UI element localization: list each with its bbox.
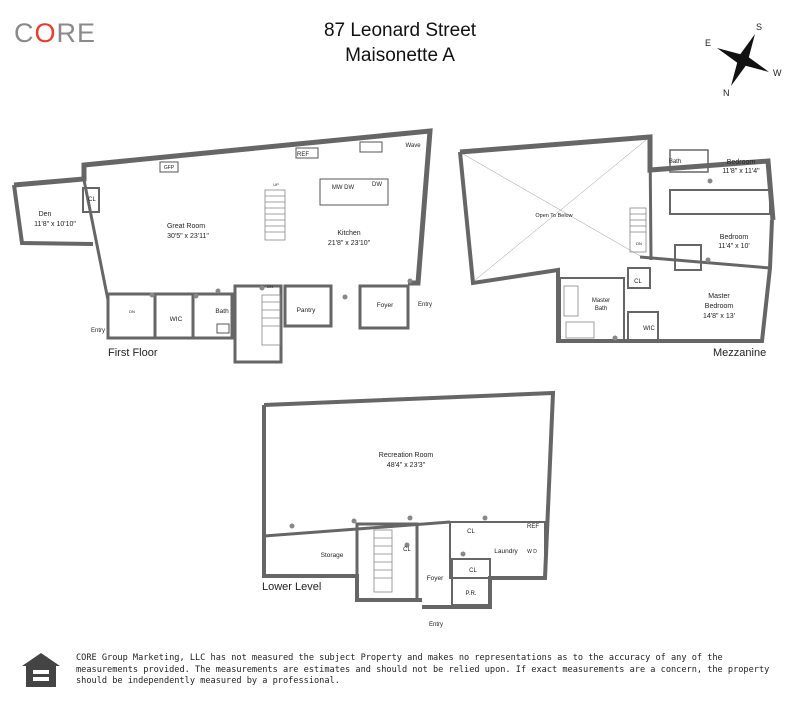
unit-name: Maisonette A	[345, 45, 455, 66]
svg-text:Master: Master	[708, 293, 730, 300]
svg-text:Recreation Room: Recreation Room	[379, 452, 434, 459]
svg-text:21'8" x 23'10": 21'8" x 23'10"	[328, 240, 371, 247]
svg-text:30'5" x 23'11": 30'5" x 23'11"	[167, 233, 209, 240]
svg-text:Bath: Bath	[669, 159, 681, 165]
svg-text:GFP: GFP	[164, 165, 175, 171]
mezzanine-labels: Open To Below Bath Bedroom 11'8" x 11'4"…	[535, 159, 760, 332]
svg-text:UP: UP	[273, 182, 279, 187]
svg-text:REF: REF	[297, 152, 309, 158]
light-fixtures	[149, 278, 413, 300]
svg-text:Storage: Storage	[321, 552, 344, 559]
svg-text:W D: W D	[527, 549, 537, 555]
compass-s: S	[756, 22, 762, 32]
svg-text:Entry: Entry	[418, 302, 432, 308]
svg-text:Entry: Entry	[91, 328, 105, 334]
svg-text:Laundry: Laundry	[494, 548, 518, 555]
compass-n: N	[723, 88, 730, 98]
first-floor-labels: Den 11'8" x 10'10" CL Great Room 30'5" x…	[34, 143, 432, 334]
svg-text:DN: DN	[636, 241, 642, 246]
svg-text:CL: CL	[634, 279, 642, 285]
svg-text:11'8" x 11'4": 11'8" x 11'4"	[722, 168, 760, 175]
equal-housing-icon	[22, 653, 60, 687]
svg-text:Bath: Bath	[215, 308, 229, 315]
svg-text:DN: DN	[267, 284, 273, 289]
svg-text:Bedroom: Bedroom	[705, 303, 734, 310]
svg-text:CL: CL	[403, 547, 411, 553]
svg-text:REF: REF	[527, 524, 539, 530]
lower-fixtures	[289, 515, 488, 557]
svg-text:Bath: Bath	[595, 306, 607, 312]
svg-text:11'8" x 10'10": 11'8" x 10'10"	[34, 221, 76, 228]
svg-text:CL: CL	[469, 568, 477, 574]
mezzanine-fixtures	[612, 178, 713, 341]
svg-text:Wave: Wave	[405, 143, 421, 149]
svg-text:Great Room: Great Room	[167, 223, 205, 230]
first-floor-label: First Floor	[108, 347, 158, 359]
svg-text:MW DW: MW DW	[332, 185, 355, 191]
compass-w: W	[773, 68, 782, 78]
svg-text:Foyer: Foyer	[427, 575, 444, 582]
svg-text:Bedroom: Bedroom	[727, 159, 756, 166]
svg-text:Entry: Entry	[429, 622, 443, 628]
svg-text:Foyer: Foyer	[377, 302, 394, 309]
property-address: 87 Leonard Street	[323, 20, 477, 41]
svg-text:14'8" x 13': 14'8" x 13'	[703, 313, 735, 320]
first-floor-plan	[12, 128, 433, 364]
compass-e: E	[705, 38, 711, 48]
svg-text:WIC: WIC	[643, 326, 655, 332]
svg-text:CL: CL	[467, 529, 475, 535]
svg-text:CL: CL	[88, 197, 96, 203]
disclaimer-text: CORE Group Marketing, LLC has not measur…	[76, 653, 770, 686]
core-logo: CORE	[14, 18, 97, 48]
svg-text:Pantry: Pantry	[297, 307, 317, 314]
svg-text:48'4" x 23'3": 48'4" x 23'3"	[387, 462, 426, 469]
svg-text:11'4" x 10': 11'4" x 10'	[718, 243, 750, 250]
lower-level-plan	[262, 390, 556, 609]
svg-text:WIC: WIC	[170, 316, 183, 323]
svg-text:Bedroom: Bedroom	[720, 234, 749, 241]
mezzanine-label: Mezzanine	[713, 347, 767, 359]
mezzanine-plan	[458, 134, 776, 343]
lower-level-label: Lower Level	[262, 581, 322, 593]
lower-labels: Recreation Room 48'4" x 23'3" Storage CL…	[321, 452, 540, 628]
svg-text:Open To Below: Open To Below	[535, 213, 572, 219]
svg-text:P.R.: P.R.	[466, 591, 477, 597]
svg-text:Master: Master	[592, 298, 610, 304]
svg-text:DN: DN	[129, 309, 135, 314]
svg-text:Kitchen: Kitchen	[337, 230, 360, 237]
compass-icon: S W N E	[705, 22, 782, 98]
svg-text:DW: DW	[372, 182, 382, 188]
svg-text:Den: Den	[39, 211, 52, 218]
